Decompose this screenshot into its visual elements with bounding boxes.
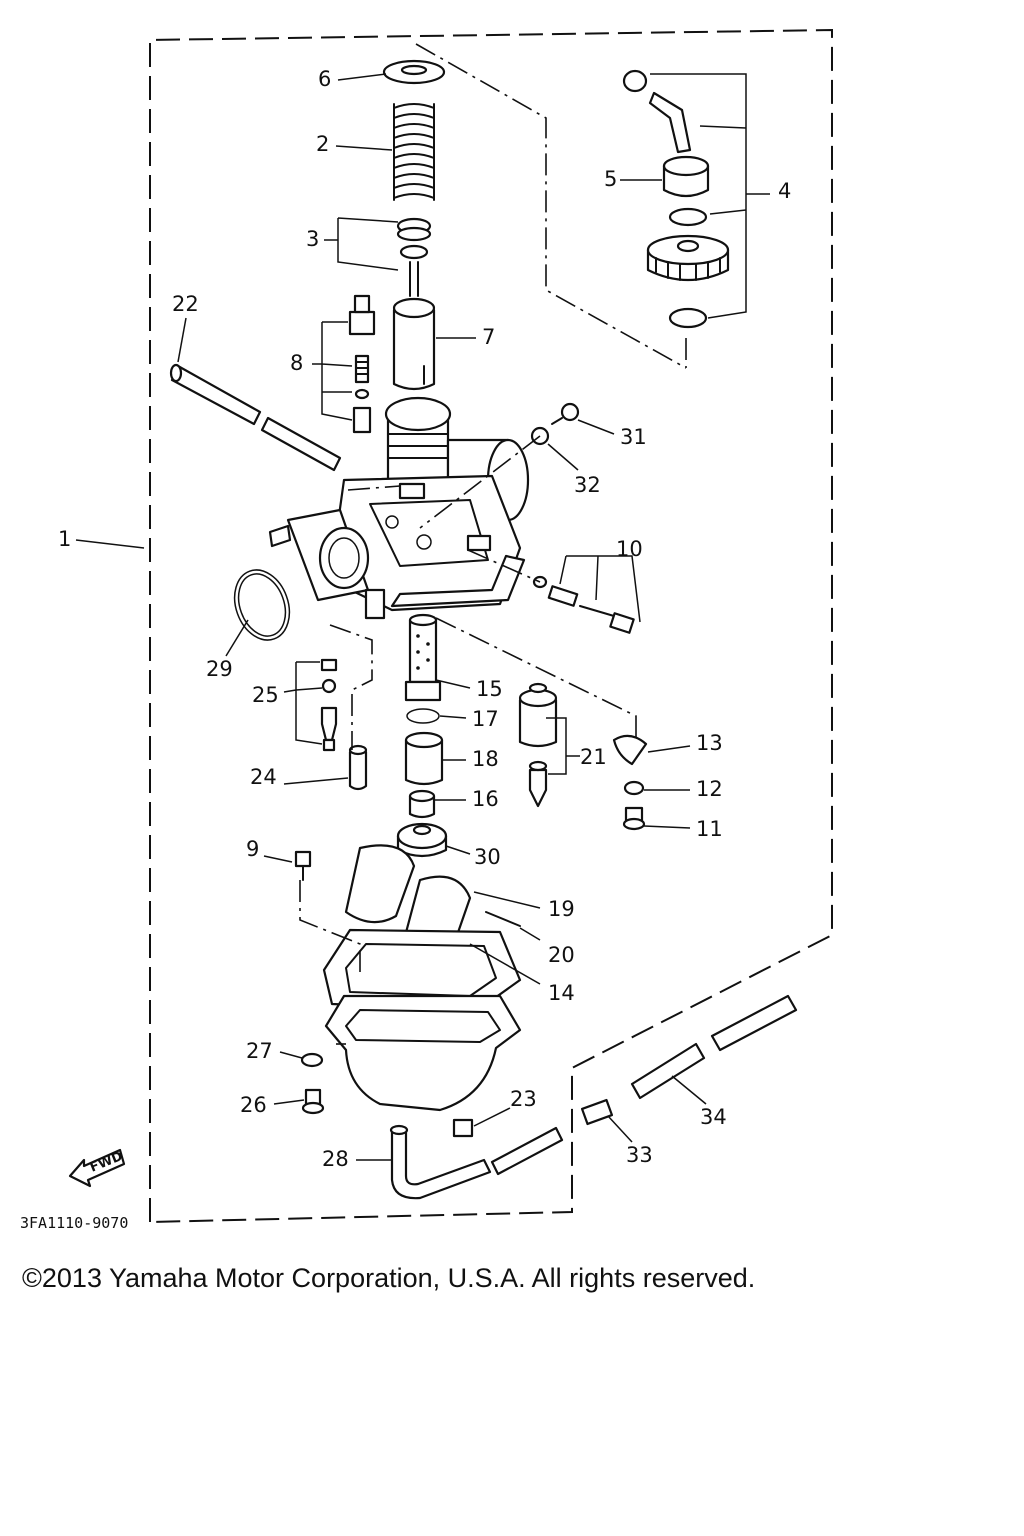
callout-16: 16 <box>472 787 499 811</box>
callout-17: 17 <box>472 707 499 731</box>
callout-23: 23 <box>510 1087 537 1111</box>
part-17-o-ring <box>406 708 440 724</box>
part-12-washer <box>623 780 645 796</box>
callout-28: 28 <box>322 1147 349 1171</box>
callout-22: 22 <box>172 292 199 316</box>
part-25-pilot-screw <box>320 658 338 752</box>
callout-33: 33 <box>626 1143 653 1167</box>
part-33-fitting <box>580 1098 614 1126</box>
part-21-needle-valve <box>518 682 558 808</box>
callout-5: 5 <box>604 167 617 191</box>
part-7-throttle-valve <box>392 297 436 391</box>
callout-29: 29 <box>206 657 233 681</box>
part-20-float-pin <box>485 911 521 927</box>
part-3-needle-clip <box>396 217 432 297</box>
callout-27: 27 <box>246 1039 273 1063</box>
callout-30: 30 <box>474 845 501 869</box>
part-18-jet-holder <box>404 731 444 786</box>
assembly-boundary <box>149 28 833 1223</box>
part-8-starter-plunger <box>348 294 376 434</box>
callout-25: 25 <box>252 683 279 707</box>
callout-26: 26 <box>240 1093 267 1117</box>
part-13-clip <box>612 734 648 766</box>
part-15-needle-jet <box>404 613 442 702</box>
part-14-gasket <box>322 928 522 1012</box>
part-31-screw <box>551 402 580 425</box>
part-16-main-jet <box>408 789 436 819</box>
part-10-throttle-stop-screw <box>532 575 635 634</box>
callout-3: 3 <box>306 227 319 251</box>
callout-11: 11 <box>696 817 723 841</box>
part-27-washer <box>300 1052 324 1068</box>
part-9-screw <box>294 850 312 881</box>
float-bowl <box>324 994 522 1112</box>
assembly-lines <box>299 43 687 1045</box>
callout-9: 9 <box>246 837 259 861</box>
part-24-pilot-jet <box>348 744 368 791</box>
callout-13: 13 <box>696 731 723 755</box>
callout-31: 31 <box>620 425 647 449</box>
part-2-spring <box>393 103 435 201</box>
callout-21: 21 <box>580 745 607 769</box>
callout-32: 32 <box>574 473 601 497</box>
carburetor-body <box>268 396 530 620</box>
part-6-washer <box>382 59 446 85</box>
part-34-overflow-hose <box>630 994 798 1100</box>
callout-leaders <box>75 73 770 1161</box>
part-30-baffle <box>396 822 448 858</box>
part-22-vent-hose <box>169 363 342 472</box>
callout-34: 34 <box>700 1105 727 1129</box>
callout-19: 19 <box>548 897 575 921</box>
drawing-code: 3FA1110-9070 <box>20 1214 128 1232</box>
callout-1: 1 <box>58 527 71 551</box>
callout-15: 15 <box>476 677 503 701</box>
part-26-screw <box>301 1088 325 1115</box>
callout-20: 20 <box>548 943 575 967</box>
forward-arrow: FWD <box>68 1148 125 1188</box>
callout-4: 4 <box>778 179 791 203</box>
callout-2: 2 <box>316 132 329 156</box>
callout-7: 7 <box>482 325 495 349</box>
callout-14: 14 <box>548 981 575 1005</box>
part-4-cap-assembly <box>622 69 730 329</box>
copyright-notice: ©2013 Yamaha Motor Corporation, U.S.A. A… <box>22 1263 756 1293</box>
callout-18: 18 <box>472 747 499 771</box>
part-23-drain-screw <box>452 1118 474 1138</box>
callout-24: 24 <box>250 765 277 789</box>
callout-6: 6 <box>318 67 331 91</box>
callout-8: 8 <box>290 351 303 375</box>
part-28-drain-hose <box>389 1124 564 1200</box>
callout-10: 10 <box>616 537 643 561</box>
callout-numbers: 6 2 3 5 4 7 8 22 1 31 32 10 29 25 15 17 … <box>58 67 791 1171</box>
part-11-screw <box>622 806 646 831</box>
callout-12: 12 <box>696 777 723 801</box>
part-29-o-ring <box>233 569 291 641</box>
